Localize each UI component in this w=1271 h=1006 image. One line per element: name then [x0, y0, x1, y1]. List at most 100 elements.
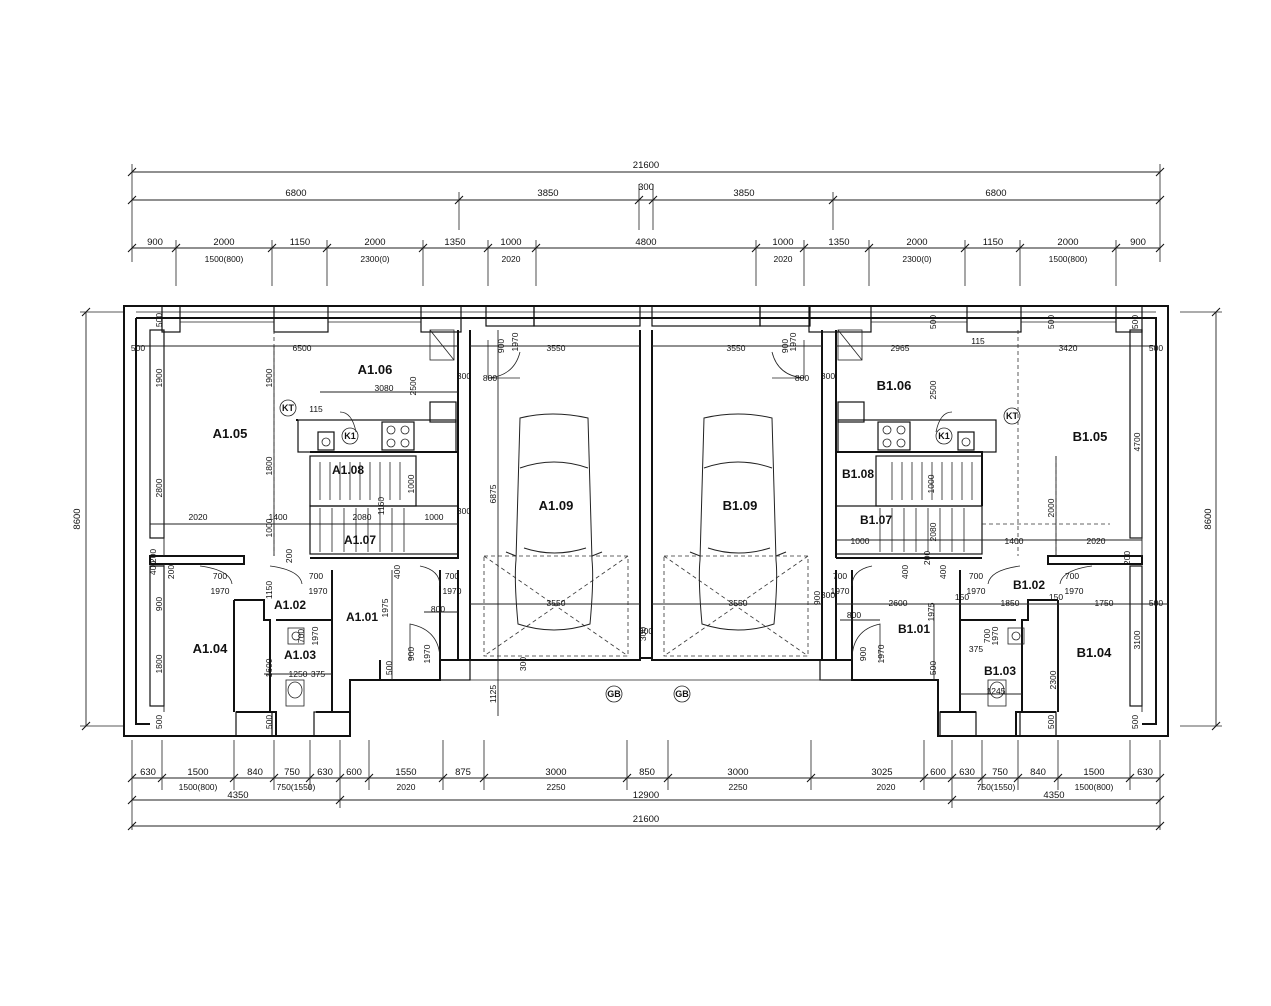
dim-3550-a: 3550 — [547, 343, 566, 353]
dim-200-b2: 200 — [1122, 551, 1132, 565]
tag-kt-a: KT — [282, 403, 294, 413]
dim-6875: 6875 — [488, 484, 498, 503]
car-a — [505, 413, 603, 631]
dim-300-a2: 300 — [457, 506, 471, 516]
dim-500-b7: 500 — [1046, 715, 1056, 729]
dim-bot-r1-10: 3000 — [727, 767, 748, 778]
dim-bot-4350-right: 4350 — [1043, 790, 1064, 801]
room-a105: A1.05 — [213, 426, 248, 441]
room-a103: A1.03 — [284, 648, 316, 662]
dim-bot-r1-13: 630 — [959, 767, 975, 778]
dim-1800-a2: 1800 — [154, 654, 164, 673]
dim-bot-r1-6: 1550 — [395, 767, 416, 778]
dim-2020-b: 2020 — [1087, 536, 1106, 546]
dim-1970-b3: 1970 — [1065, 586, 1084, 596]
dim-900-a2: 900 — [154, 597, 164, 611]
dim-top-r3-6: 4800 — [635, 237, 656, 248]
dim-bot-r1-2: 840 — [247, 767, 263, 778]
dim-top-r3-10: 1150 — [983, 237, 1003, 248]
dim-bot-r1-7: 875 — [455, 767, 471, 778]
dim-3550-a2: 3550 — [547, 598, 566, 608]
dim-top-r3-1: 2000 — [213, 237, 234, 248]
dim-1970-a6: 1970 — [422, 644, 432, 663]
dim-bot-r1-3s: 750(1550) — [277, 782, 316, 792]
dim-1970-b1: 1970 — [831, 586, 850, 596]
tag-k1-a: K1 — [344, 431, 356, 441]
dim-300-b3: 300 — [638, 627, 648, 641]
room-b104: B1.04 — [1077, 645, 1112, 660]
dim-top-3850-right: 3850 — [733, 188, 754, 199]
dim-bot-r1-15: 840 — [1030, 767, 1046, 778]
top-dimensions: 21600 6800 3850 300 3850 6800 — [127, 160, 1165, 286]
dim-bot-r1-9: 850 — [639, 767, 655, 778]
tags: KT K1 KT K1 GB GB — [279, 399, 1021, 703]
dim-500-a3: 500 — [154, 715, 164, 729]
dim-1970-a2: 1970 — [309, 586, 328, 596]
dim-200-a3: 200 — [166, 565, 176, 579]
dim-300-a4: 300 — [518, 657, 528, 671]
dim-top-300: 300 — [638, 182, 654, 193]
dim-1970-a3: 1970 — [443, 586, 462, 596]
dim-115-b: 115 — [971, 336, 985, 346]
dim-1000-a2: 1000 — [406, 474, 416, 493]
dim-top-r3-11: 2000 — [1057, 237, 1078, 248]
dim-3100: 3100 — [1132, 630, 1142, 649]
dim-400-b1: 400 — [900, 565, 910, 579]
tag-gb-left: GB — [607, 689, 621, 699]
dim-400-a2: 400 — [392, 565, 402, 579]
dim-1975-a: 1975 — [380, 598, 390, 617]
dim-2800-a: 2800 — [154, 478, 164, 497]
dim-bot-total: 21600 — [633, 814, 659, 825]
dim-300-b1: 300 — [821, 371, 835, 381]
dim-700-a1: 700 — [213, 571, 227, 581]
dim-top-r3-3: 2000 — [364, 237, 385, 248]
dim-top-total: 21600 — [633, 160, 659, 171]
dim-900-b3: 900 — [812, 591, 822, 605]
room-a104: A1.04 — [193, 641, 228, 656]
dim-700-b3: 700 — [1065, 571, 1079, 581]
tag-gb-right: GB — [675, 689, 689, 699]
dim-2000-b: 2000 — [1046, 498, 1056, 517]
room-labels-a: A1.05 A1.06 A1.08 A1.07 A1.09 A1.02 A1.0… — [193, 362, 574, 662]
dim-1250: 1250 — [289, 669, 308, 679]
dim-1600-a: 1600 — [264, 658, 274, 677]
dim-bot-r1-0: 630 — [140, 767, 156, 778]
dim-1150-a: 1150 — [264, 581, 274, 600]
dim-bot-r1-16s: 1500(800) — [1075, 782, 1114, 792]
room-labels-b: B1.05 B1.06 B1.08 B1.07 B1.09 B1.02 B1.0… — [723, 378, 1112, 678]
dim-150-b2: 150 — [955, 592, 969, 602]
room-b109: B1.09 — [723, 498, 758, 513]
dim-1000-b1: 1000 — [851, 536, 870, 546]
dim-700-b1: 700 — [833, 571, 847, 581]
dim-right-8600: 8600 — [1203, 508, 1214, 529]
room-a109: A1.09 — [539, 498, 574, 513]
dim-1900-a1: 1900 — [154, 368, 164, 387]
room-a106: A1.06 — [358, 362, 393, 377]
dim-1750: 1750 — [1095, 598, 1114, 608]
dim-2020-a: 2020 — [189, 512, 208, 522]
dim-800-a2: 800 — [431, 604, 445, 614]
dim-700-a4: 700 — [296, 629, 306, 643]
dim-top-r3-7: 1000 — [772, 237, 793, 248]
room-b108: B1.08 — [842, 467, 874, 481]
dim-1970-a1: 1970 — [211, 586, 230, 596]
dim-500-b4: 500 — [1046, 315, 1056, 329]
dim-200-b1: 200 — [922, 551, 932, 565]
unit-b-doors — [771, 340, 1093, 661]
dim-1975-b: 1975 — [926, 602, 936, 621]
dim-bot-r1-11: 3025 — [871, 767, 892, 778]
dim-700-a2: 700 — [309, 571, 323, 581]
dim-500-b3: 500 — [928, 315, 938, 329]
room-b106: B1.06 — [877, 378, 912, 393]
dim-1160-a: 1160 — [376, 497, 386, 516]
dim-3420: 3420 — [1059, 343, 1078, 353]
unit-a-walls — [149, 329, 471, 737]
dim-900-b1: 900 — [780, 339, 790, 353]
dim-bot-r1-8s: 2250 — [547, 782, 566, 792]
room-a102: A1.02 — [274, 598, 306, 612]
dim-500-b8: 500 — [1130, 715, 1140, 729]
dim-500-b-top: 500 — [1149, 343, 1163, 353]
dim-500-a4: 500 — [264, 715, 274, 729]
dim-900-b2: 900 — [858, 647, 868, 661]
